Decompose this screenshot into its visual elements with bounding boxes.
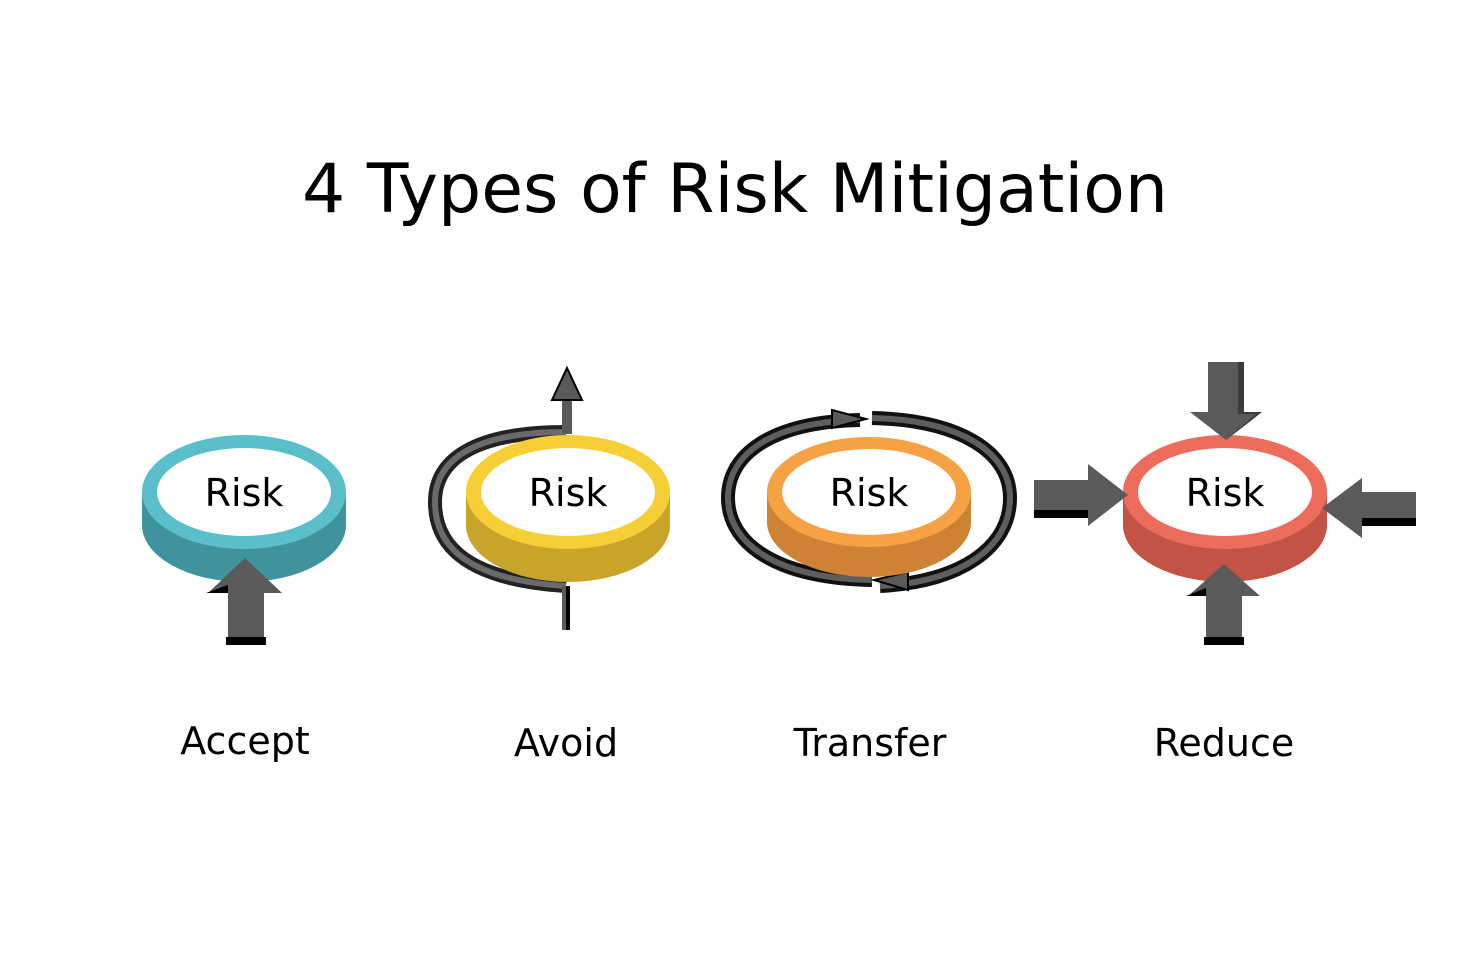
reduce-label: Reduce [1154, 721, 1295, 765]
diagram-title: 4 Types of Risk Mitigation [301, 150, 1169, 229]
transfer-cycle-arrows-icon [720, 408, 1018, 593]
avoid-label: Avoid [514, 721, 618, 765]
accept-risk-label: Risk [205, 471, 284, 515]
reduce-up-arrow-icon [1186, 564, 1260, 645]
avoid-risk-disc: Risk [466, 435, 670, 582]
transfer-risk-label: Risk [830, 471, 909, 515]
reduce-right-arrow-icon [1034, 464, 1128, 526]
avoid-risk-label: Risk [529, 471, 608, 515]
reduce-group: Risk Reduce [1034, 362, 1416, 765]
reduce-left-arrow-icon [1322, 478, 1416, 538]
accept-disc-center [157, 448, 331, 536]
transfer-label: Transfer [793, 721, 947, 765]
accept-up-arrow-icon [206, 558, 282, 645]
transfer-group: Risk Transfer [720, 408, 1018, 765]
accept-label: Accept [180, 719, 310, 763]
avoid-up-arrow-icon [550, 365, 584, 630]
avoid-group: Risk Avoid [427, 365, 670, 765]
reduce-disc-center [1138, 448, 1312, 536]
avoid-disc-center [481, 448, 655, 536]
reduce-down-arrow-icon [1190, 362, 1262, 440]
reduce-risk-label: Risk [1186, 471, 1265, 515]
reduce-risk-disc: Risk [1123, 435, 1327, 582]
accept-risk-disc: Risk [142, 435, 346, 582]
transfer-risk-disc: Risk [767, 437, 971, 577]
transfer-disc-center [782, 449, 956, 535]
accept-group: Risk Accept [142, 435, 346, 763]
